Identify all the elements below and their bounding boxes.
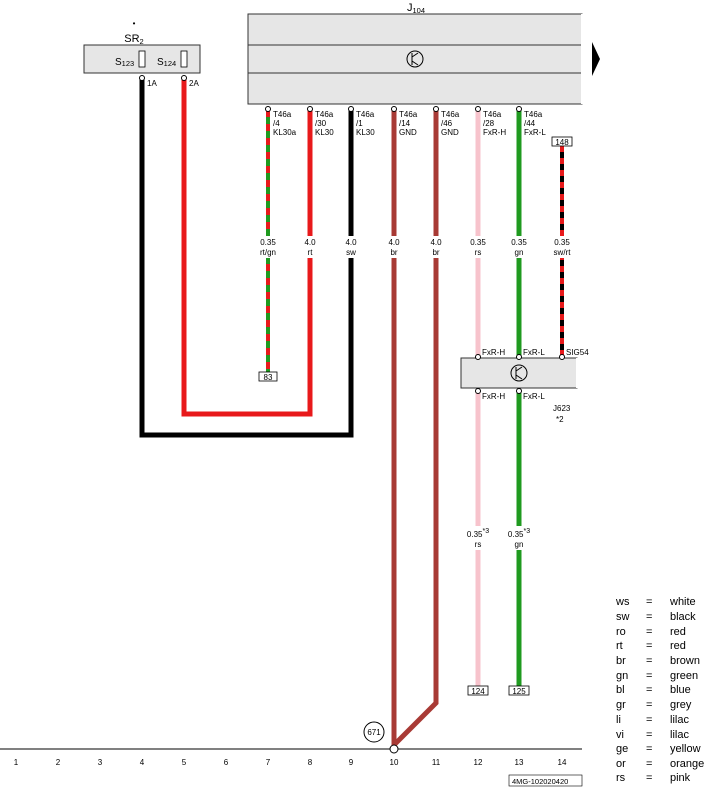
legend-row: or=orange — [616, 758, 704, 770]
grid-number: 10 — [390, 758, 399, 767]
legend-row: rs=pink — [616, 772, 691, 784]
legend-row: gn=green — [616, 670, 698, 682]
legend-row: li=lilac — [616, 714, 689, 726]
legend-row: ge=yellow — [616, 743, 701, 755]
grid-number: 4 — [140, 758, 145, 767]
fuse-s124-label: S124 — [157, 57, 176, 68]
j623-pin-fxr-h-bottom: FxR-H — [482, 392, 505, 401]
fuse-s124-icon — [180, 50, 188, 68]
grid-number: 1 — [14, 758, 19, 767]
grid-number: 5 — [182, 758, 187, 767]
wire-brown-gnd-46 — [392, 110, 439, 747]
ref-83-text: 83 — [264, 373, 273, 382]
grid-number: 12 — [474, 758, 483, 767]
document-id-text: 4MG-102020420 — [512, 777, 568, 786]
j104-label: J104 — [407, 2, 425, 15]
transistor-icon — [510, 364, 528, 382]
fuse-output-2a: 2A — [189, 79, 199, 88]
legend-row: br=brown — [616, 655, 700, 667]
legend-row: sw=black — [616, 611, 696, 623]
transistor-icon — [406, 50, 424, 68]
legend-row: bl=blue — [616, 684, 691, 696]
j623-pin-sig54: SIG54 — [566, 348, 589, 357]
j623-module — [460, 354, 578, 394]
fuse-terminals — [139, 75, 187, 81]
ref-124-text: 124 — [471, 687, 485, 696]
j623-pin-fxr-l-top: FxR-L — [523, 348, 545, 357]
continuation-arrow-icon — [592, 42, 600, 76]
sr2-label: SR2 — [124, 33, 143, 46]
fuse-s123-icon — [138, 50, 146, 68]
grid-number: 8 — [308, 758, 313, 767]
sr2-dot: • — [133, 19, 136, 28]
grid-number: 14 — [558, 758, 567, 767]
fuse-output-1a: 1A — [147, 79, 157, 88]
j104-pin-terminals — [265, 106, 522, 112]
wire-red-30 — [181, 78, 313, 417]
ref-box-124: 124 — [467, 685, 489, 696]
j623-pin-fxr-l-bottom: FxR-L — [523, 392, 545, 401]
j623-pin-fxr-h-top: FxR-H — [482, 348, 505, 357]
legend-row: ws=white — [615, 596, 696, 608]
j623-note: *2 — [556, 415, 564, 424]
grid-number: 6 — [224, 758, 229, 767]
grid-number: 2 — [56, 758, 61, 767]
ref-148-text: 148 — [555, 138, 569, 147]
ground-point-671: 671 — [363, 721, 385, 743]
grid-number: 11 — [432, 758, 441, 767]
grid-number: 3 — [98, 758, 103, 767]
ref-box-148: 148 — [551, 136, 573, 147]
grid-number: 9 — [349, 758, 354, 767]
grid-number: 7 — [266, 758, 271, 767]
legend-row: rt=red — [616, 640, 686, 652]
legend-row: gr=grey — [616, 699, 692, 711]
sr2-fuse-holder: • SR2 S123 S124 — [83, 19, 201, 74]
ground-671-text: 671 — [367, 728, 381, 737]
ground-node — [389, 744, 399, 754]
color-legend: ws=white sw=black ro=red rt=red br=brown… — [615, 596, 704, 784]
grid-number: 13 — [515, 758, 524, 767]
j104-control-unit: J104 — [247, 2, 600, 105]
legend-row: vi=lilac — [616, 729, 689, 741]
ref-box-83: 83 — [258, 371, 278, 382]
ref-box-125: 125 — [508, 685, 530, 696]
legend-row: ro=red — [616, 626, 686, 638]
fuse-s123-label: S123 — [115, 57, 134, 68]
j623-label: J623 — [553, 404, 571, 413]
ref-125-text: 125 — [512, 687, 526, 696]
wire-black-30 — [139, 78, 354, 438]
document-id: 4MG-102020420 — [508, 774, 583, 787]
